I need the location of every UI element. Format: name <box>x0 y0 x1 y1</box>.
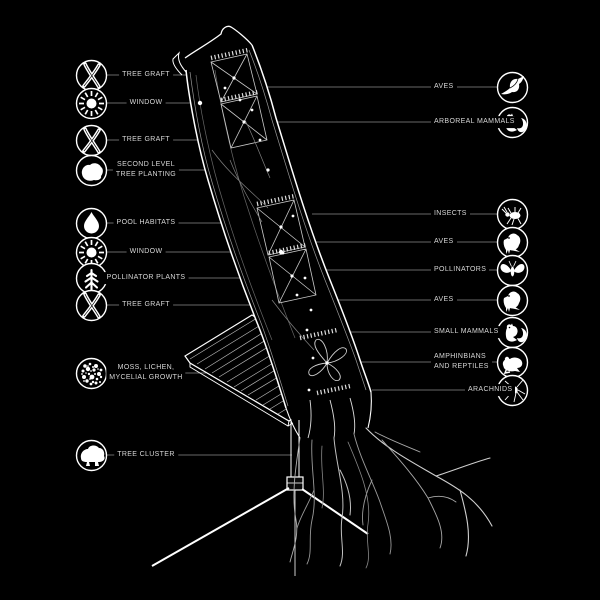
item-label: MOSS, LICHEN, MYCELIAL GROWTH <box>106 362 186 384</box>
item-label: AMPHINBIANS AND REPTILES <box>431 351 492 373</box>
root-system <box>289 427 493 569</box>
item-label: AVES <box>431 294 457 306</box>
growth-curves <box>211 119 315 351</box>
window-icon <box>75 87 108 120</box>
item-label: WINDOW <box>126 246 166 258</box>
item-label: ARACHNIDS <box>465 384 516 396</box>
trunk-strands <box>307 397 356 439</box>
hummingbird-icon <box>496 71 529 104</box>
tower-inner-lines <box>189 49 367 407</box>
tree-graft-icon <box>75 124 108 157</box>
item-label: ARBOREAL MAMMALS <box>431 116 518 128</box>
item-label: POLLINATORS <box>431 264 490 276</box>
item-label: SMALL MAMMALS <box>431 326 502 338</box>
item-label: AVES <box>431 81 457 93</box>
node-dots <box>197 76 329 392</box>
item-label: TREE GRAFT <box>119 69 173 81</box>
moth-icon <box>496 254 529 287</box>
moss-lichen-icon <box>75 357 108 390</box>
tree-graft-icon <box>75 289 108 322</box>
item-label: TREE GRAFT <box>119 299 173 311</box>
item-label: TREE GRAFT <box>119 134 173 146</box>
item-label: WINDOW <box>126 97 166 109</box>
item-label: INSECTS <box>431 208 470 220</box>
item-label: POOL HABITATS <box>113 217 179 229</box>
support-structure <box>151 420 369 576</box>
item-label: POLLINATOR PLANTS <box>103 272 189 284</box>
truss-hatch-bands <box>210 47 351 396</box>
tree-planting-icon <box>75 154 108 187</box>
bird-icon <box>496 284 529 317</box>
support-leg-right <box>301 488 369 535</box>
item-label: AVES <box>431 236 457 248</box>
pinwheel-graft <box>308 338 347 382</box>
item-label: TREE CLUSTER <box>114 449 178 461</box>
item-label: SECOND LEVEL TREE PLANTING <box>112 159 180 181</box>
tree-cluster-icon <box>75 439 108 472</box>
support-leg-left <box>151 487 290 567</box>
tower-edges <box>172 25 372 439</box>
